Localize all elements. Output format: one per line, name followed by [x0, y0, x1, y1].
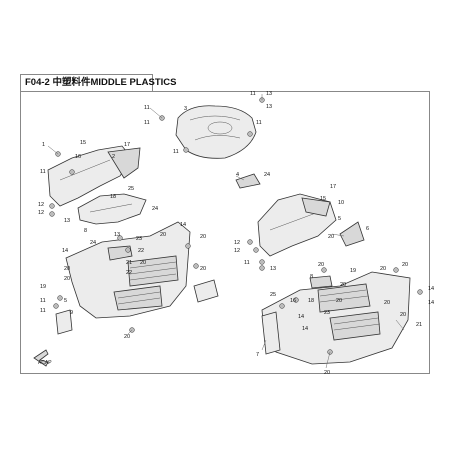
callout-18b: 18 — [308, 298, 314, 304]
callout-14e: 14 — [298, 314, 304, 320]
callout-13c: 13 — [64, 218, 70, 224]
callout-11i: 11 — [244, 260, 250, 266]
leader-lines — [47, 94, 405, 369]
callout-5b: 5 — [338, 216, 341, 222]
callout-13e: 13 — [270, 266, 276, 272]
callout-16: 16 — [75, 154, 81, 160]
callout-20b: 20 — [64, 276, 70, 282]
callout-20m: 20 — [336, 298, 342, 304]
callout-17: 17 — [124, 142, 130, 148]
callout-20h: 20 — [328, 234, 334, 240]
callout-13b: 13 — [266, 104, 272, 110]
callout-14b: 14 — [180, 222, 186, 228]
callout-20f: 20 — [140, 260, 146, 266]
callout-10: 10 — [338, 200, 344, 206]
callout-24b: 24 — [90, 240, 96, 246]
callout-12c: 12 — [234, 240, 240, 246]
callout-20d: 20 — [200, 234, 206, 240]
callout-25: 25 — [128, 186, 134, 192]
callout-15b: 15 — [320, 196, 326, 202]
tank-cover-part — [175, 105, 257, 159]
callout-20k: 20 — [380, 266, 386, 272]
callout-20o: 20 — [400, 312, 406, 318]
callout-8: 8 — [84, 228, 87, 234]
callout-20g: 20 — [124, 334, 130, 340]
front-arrow-icon: ACAP — [33, 349, 52, 367]
callout-20i: 20 — [318, 262, 324, 268]
callout-11f: 11 — [40, 169, 46, 175]
callout-24c: 24 — [264, 172, 270, 178]
callout-20p: 20 — [324, 370, 330, 376]
callout-14: 14 — [62, 248, 68, 254]
callout-9: 9 — [70, 310, 73, 316]
callout-20j: 20 — [340, 282, 346, 288]
callout-24: 24 — [152, 206, 158, 212]
callout-18: 18 — [110, 194, 116, 200]
callout-8b: 8 — [310, 274, 313, 280]
callout-6: 6 — [366, 226, 369, 232]
callout-3: 3 — [184, 106, 187, 112]
callout-19: 19 — [40, 284, 46, 290]
callout-11g: 11 — [40, 298, 46, 304]
callout-20n: 20 — [384, 300, 390, 306]
callout-labels: 11 11 11 3 11 13 13 11 1 15 16 17 2 11 1… — [38, 91, 434, 376]
callout-14c: 14 — [428, 286, 434, 292]
callout-22b: 22 — [126, 270, 132, 276]
callout-4: 4 — [236, 172, 239, 178]
left-inner-panel-part — [77, 193, 147, 225]
callout-12b: 12 — [38, 210, 44, 216]
callout-11b: 11 — [144, 120, 150, 126]
figure-title: F04-2 中塑料件MIDDLE PLASTICS — [20, 74, 177, 92]
svg-text:ACAP: ACAP — [38, 360, 52, 366]
callout-20l: 20 — [402, 262, 408, 268]
center-small-panel-part — [193, 279, 219, 303]
right-triangle-piece-part — [339, 221, 365, 247]
diagram-frame — [20, 91, 430, 374]
callout-21: 21 — [126, 260, 132, 266]
callout-19b: 19 — [350, 268, 356, 274]
callout-5: 5 — [64, 298, 67, 304]
callout-1: 1 — [42, 142, 45, 148]
callout-20e: 20 — [200, 266, 206, 272]
callout-17b: 17 — [330, 184, 336, 190]
callout-13d: 13 — [114, 232, 120, 238]
callout-12: 12 — [38, 202, 44, 208]
callout-11d: 11 — [250, 91, 256, 97]
callout-12d: 12 — [234, 248, 240, 254]
bracket-part — [235, 173, 261, 189]
callout-11: 11 — [144, 105, 150, 111]
callout-16b: 16 — [290, 298, 296, 304]
right-floorboard-part — [261, 271, 411, 365]
callout-21b: 21 — [416, 322, 422, 328]
callout-11c: 11 — [173, 149, 179, 155]
left-floorboard-part — [65, 221, 191, 319]
callout-7: 7 — [256, 352, 259, 358]
callout-2: 2 — [112, 154, 115, 160]
callout-15: 15 — [80, 140, 86, 146]
callout-13: 13 — [266, 91, 272, 97]
callout-14f: 14 — [302, 326, 308, 332]
callout-20: 20 — [64, 266, 70, 272]
callout-22: 22 — [138, 248, 144, 254]
left-small-plate-part — [55, 309, 73, 335]
callout-23b: 23 — [324, 310, 330, 316]
left-side-panel-part — [47, 145, 141, 207]
callout-11e: 11 — [256, 120, 262, 126]
callout-23: 23 — [136, 236, 142, 242]
callout-20c: 20 — [160, 232, 166, 238]
right-side-panel-part — [257, 193, 337, 257]
callout-14d: 14 — [428, 300, 434, 306]
callout-11h: 11 — [40, 308, 46, 314]
callout-25b: 25 — [270, 292, 276, 298]
